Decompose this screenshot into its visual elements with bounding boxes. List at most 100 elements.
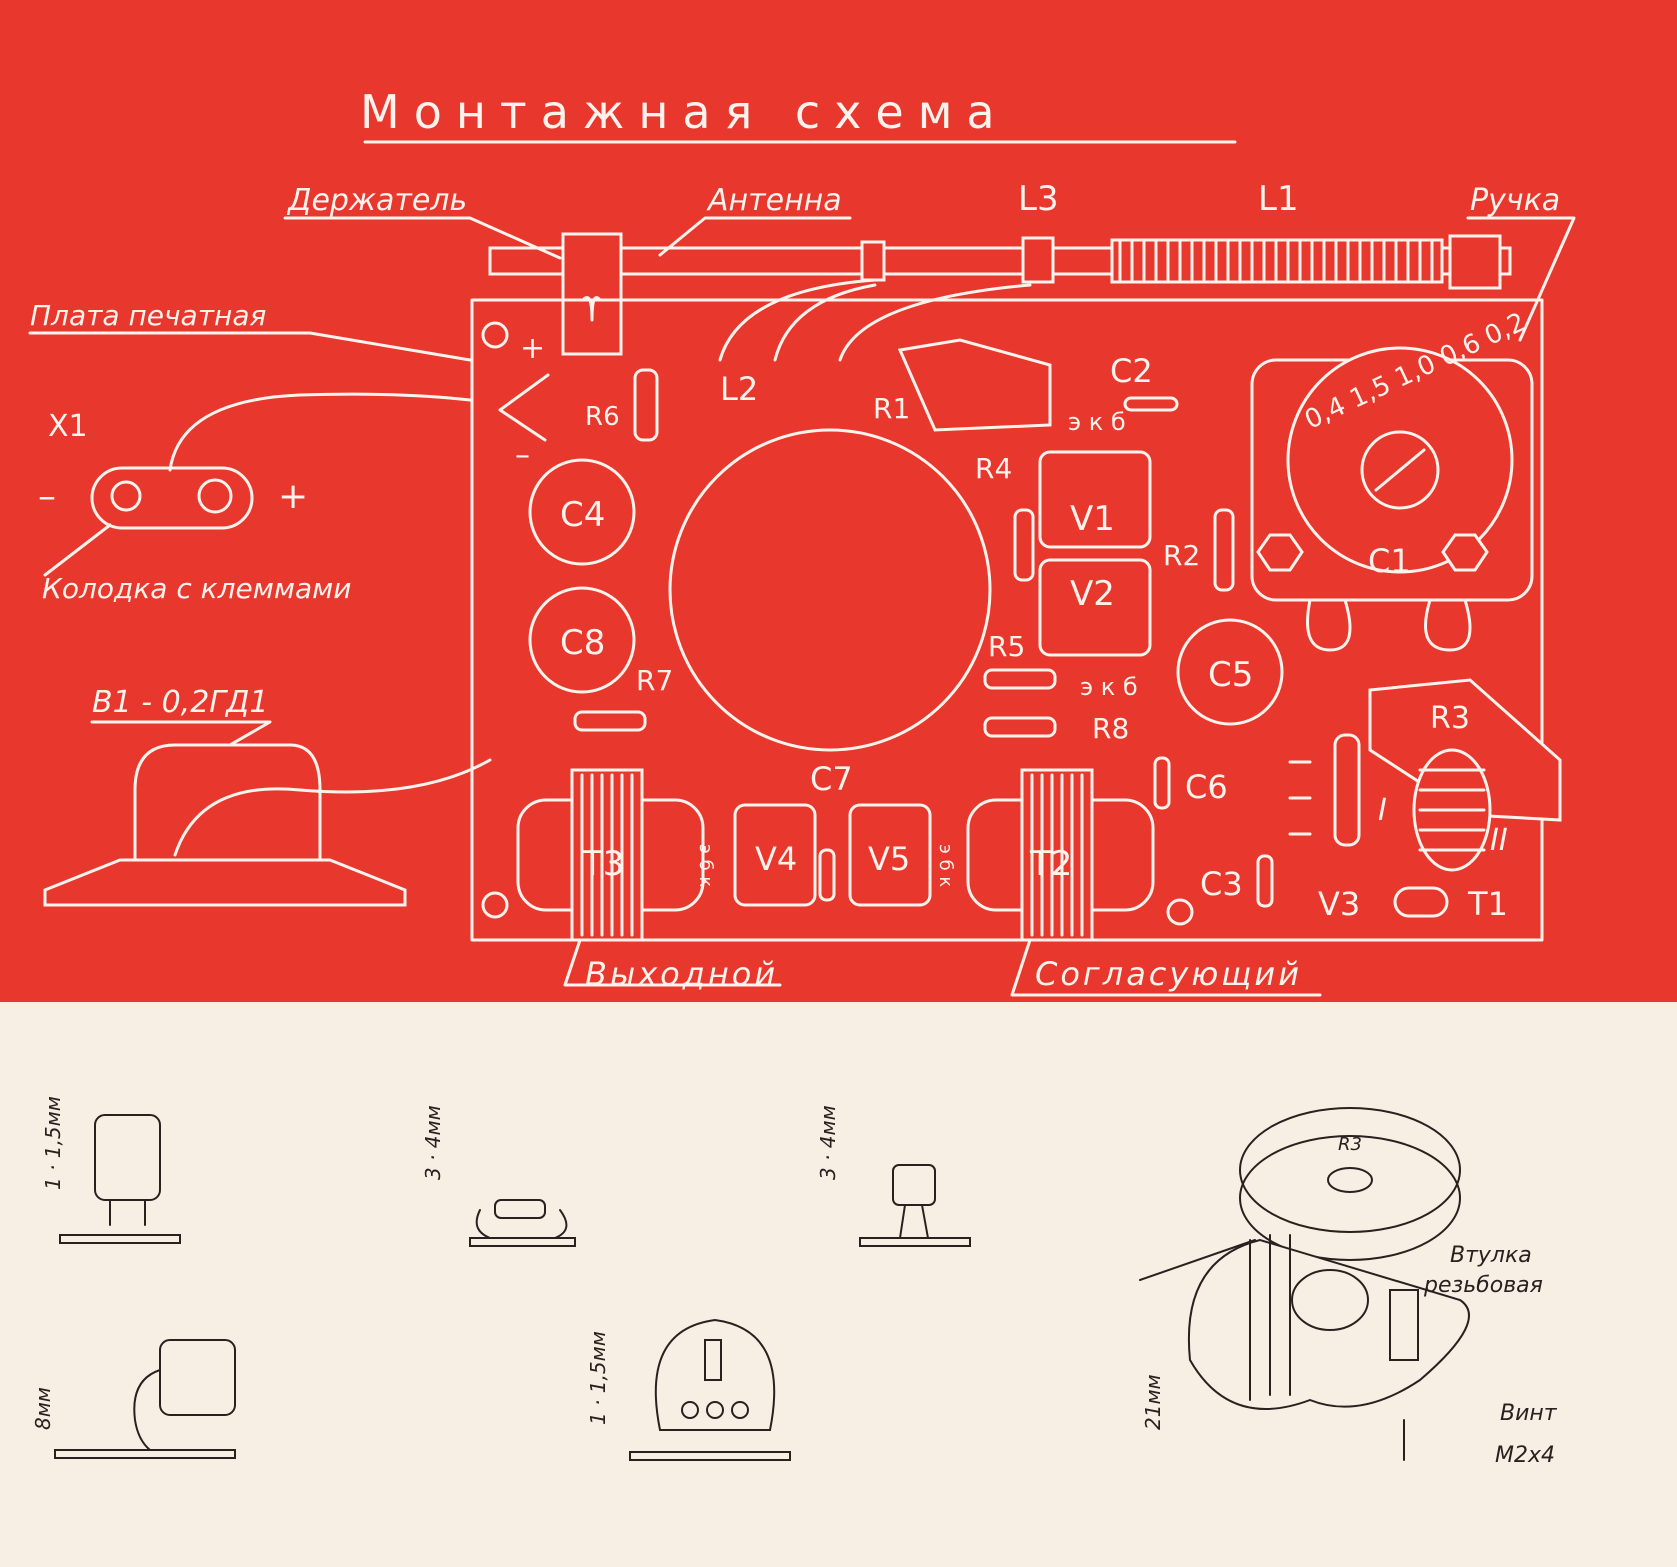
pcb-battery-leads [498, 373, 550, 442]
resistor-r2 [1213, 508, 1235, 592]
dim-3-4-b: 3 · 4мм [816, 1105, 840, 1180]
capacitor-c6 [1153, 756, 1171, 810]
dim-3-4-a: 3 · 4мм [421, 1105, 445, 1180]
label-l2: L2 [720, 370, 758, 408]
leader-board [28, 331, 472, 362]
dim-21: 21мм [1141, 1374, 1165, 1430]
label-holder: Держатель [286, 183, 467, 218]
antenna-holder [561, 232, 623, 356]
detail-trimmer: 1 · 1,5мм [586, 1318, 791, 1461]
label-bushing-2: резьбовая [1423, 1273, 1543, 1298]
label-l3: L3 [1018, 179, 1059, 219]
resistor-r-left [1013, 508, 1035, 582]
speaker-opening [668, 428, 992, 752]
label-plus: + [278, 476, 308, 517]
label-antenna: Антенна [706, 183, 842, 218]
dim-1-1-5-b: 1 · 1,5мм [586, 1331, 610, 1425]
transistor-v1 [1038, 450, 1152, 549]
label-c2: C2 [1110, 352, 1153, 390]
t3-laminations [580, 773, 634, 937]
label-minus: – [38, 476, 56, 517]
label-v4: V4 [755, 840, 797, 878]
battery-wire [168, 392, 472, 472]
capacitor-c2 [1123, 396, 1179, 412]
label-l1: L1 [1258, 179, 1299, 219]
label-ebk-v4: э б к [695, 844, 716, 887]
label-t3: T3 [581, 844, 624, 884]
label-handle: Ручка [1470, 183, 1560, 218]
label-r6: R6 [585, 402, 620, 432]
coil-l2 [860, 240, 886, 282]
leader-terminal [43, 523, 112, 577]
label-matching: Согласующий [1035, 955, 1302, 993]
mount-hole-bl [481, 891, 509, 919]
terminal-pos [197, 478, 233, 514]
label-c8: C8 [560, 623, 605, 663]
speaker-frame [43, 858, 407, 907]
leader-holder [283, 216, 562, 260]
terminal-block [90, 466, 254, 530]
label-t2: T2 [1029, 844, 1072, 884]
leader-antenna [658, 216, 852, 257]
label-v2: V2 [1070, 574, 1115, 614]
terminal-neg [110, 480, 142, 512]
dim-1-1-5-a: 1 · 1,5мм [41, 1096, 65, 1190]
t2-laminations [1030, 773, 1084, 937]
tuning-dial [1286, 346, 1514, 574]
label-ekb-bottom: э к б [1080, 673, 1138, 701]
label-r5: R5 [988, 630, 1025, 663]
detail-electrolytic: 1 · 1,5мм [41, 1096, 181, 1244]
c1-nut-left [1256, 533, 1304, 572]
dial-screw [1360, 430, 1440, 510]
mount-hole-br [1166, 898, 1194, 926]
trimmer-r1 [897, 338, 1052, 432]
label-output: Выходной [585, 955, 778, 993]
label-bushing-1: Втулка [1450, 1243, 1532, 1268]
label-c1: C1 [1368, 542, 1411, 580]
transistor-v5 [848, 803, 932, 907]
coil-l3 [1021, 236, 1055, 284]
pcb-plus: + [520, 331, 545, 366]
label-t1-i: I [1378, 793, 1387, 828]
label-ekb-top: э к б [1068, 408, 1126, 436]
label-r8: R8 [1092, 712, 1129, 745]
label-screw-2: М2х4 [1495, 1443, 1555, 1468]
resistor-r7 [573, 710, 647, 732]
detail-transistor: 8мм [31, 1339, 236, 1459]
capacitor-c7 [818, 848, 836, 902]
label-c6: C6 [1185, 768, 1228, 806]
label-terminal-block: Колодка с клеммами [42, 572, 351, 605]
detail-r3-assembly: R3 21мм Втулка резьбовая Винт М2х4 [1139, 1107, 1558, 1468]
label-v3: V3 [1318, 885, 1360, 923]
toroid-windings [1418, 768, 1486, 852]
label-t1: T1 [1467, 885, 1508, 923]
label-screw-1: Винт [1500, 1401, 1558, 1426]
label-r2: R2 [1163, 539, 1200, 572]
label-ebk-v5: э б к [935, 844, 956, 887]
capacitor-c3 [1256, 854, 1274, 908]
c1-nut-right [1441, 533, 1489, 572]
capacitor-c8 [528, 586, 636, 694]
detail-r3-label: R3 [1338, 1134, 1362, 1155]
label-t1-ii: II [1490, 823, 1508, 858]
resistor-r6 [633, 368, 659, 442]
speaker-magnet [133, 743, 322, 862]
jumper [1393, 886, 1449, 918]
t3-core [570, 768, 644, 942]
pcb-outline [470, 298, 1544, 942]
dial-screw-slot [1374, 448, 1426, 492]
diagram-title: Монтажная схема [360, 85, 1009, 139]
resistor-r5 [983, 668, 1057, 690]
label-v1: V1 [1070, 499, 1115, 539]
transistor-v2 [1038, 558, 1152, 657]
label-speaker: В1 - 0,2ГД1 [92, 685, 269, 720]
label-r3: R3 [1430, 701, 1470, 736]
label-v5: V5 [868, 840, 910, 878]
label-c5: C5 [1208, 655, 1253, 695]
mount-hole-tl [481, 321, 509, 349]
trimmer-r3 [1368, 678, 1562, 822]
label-r4: R4 [975, 452, 1012, 485]
capacitor-c5 [1176, 618, 1284, 726]
